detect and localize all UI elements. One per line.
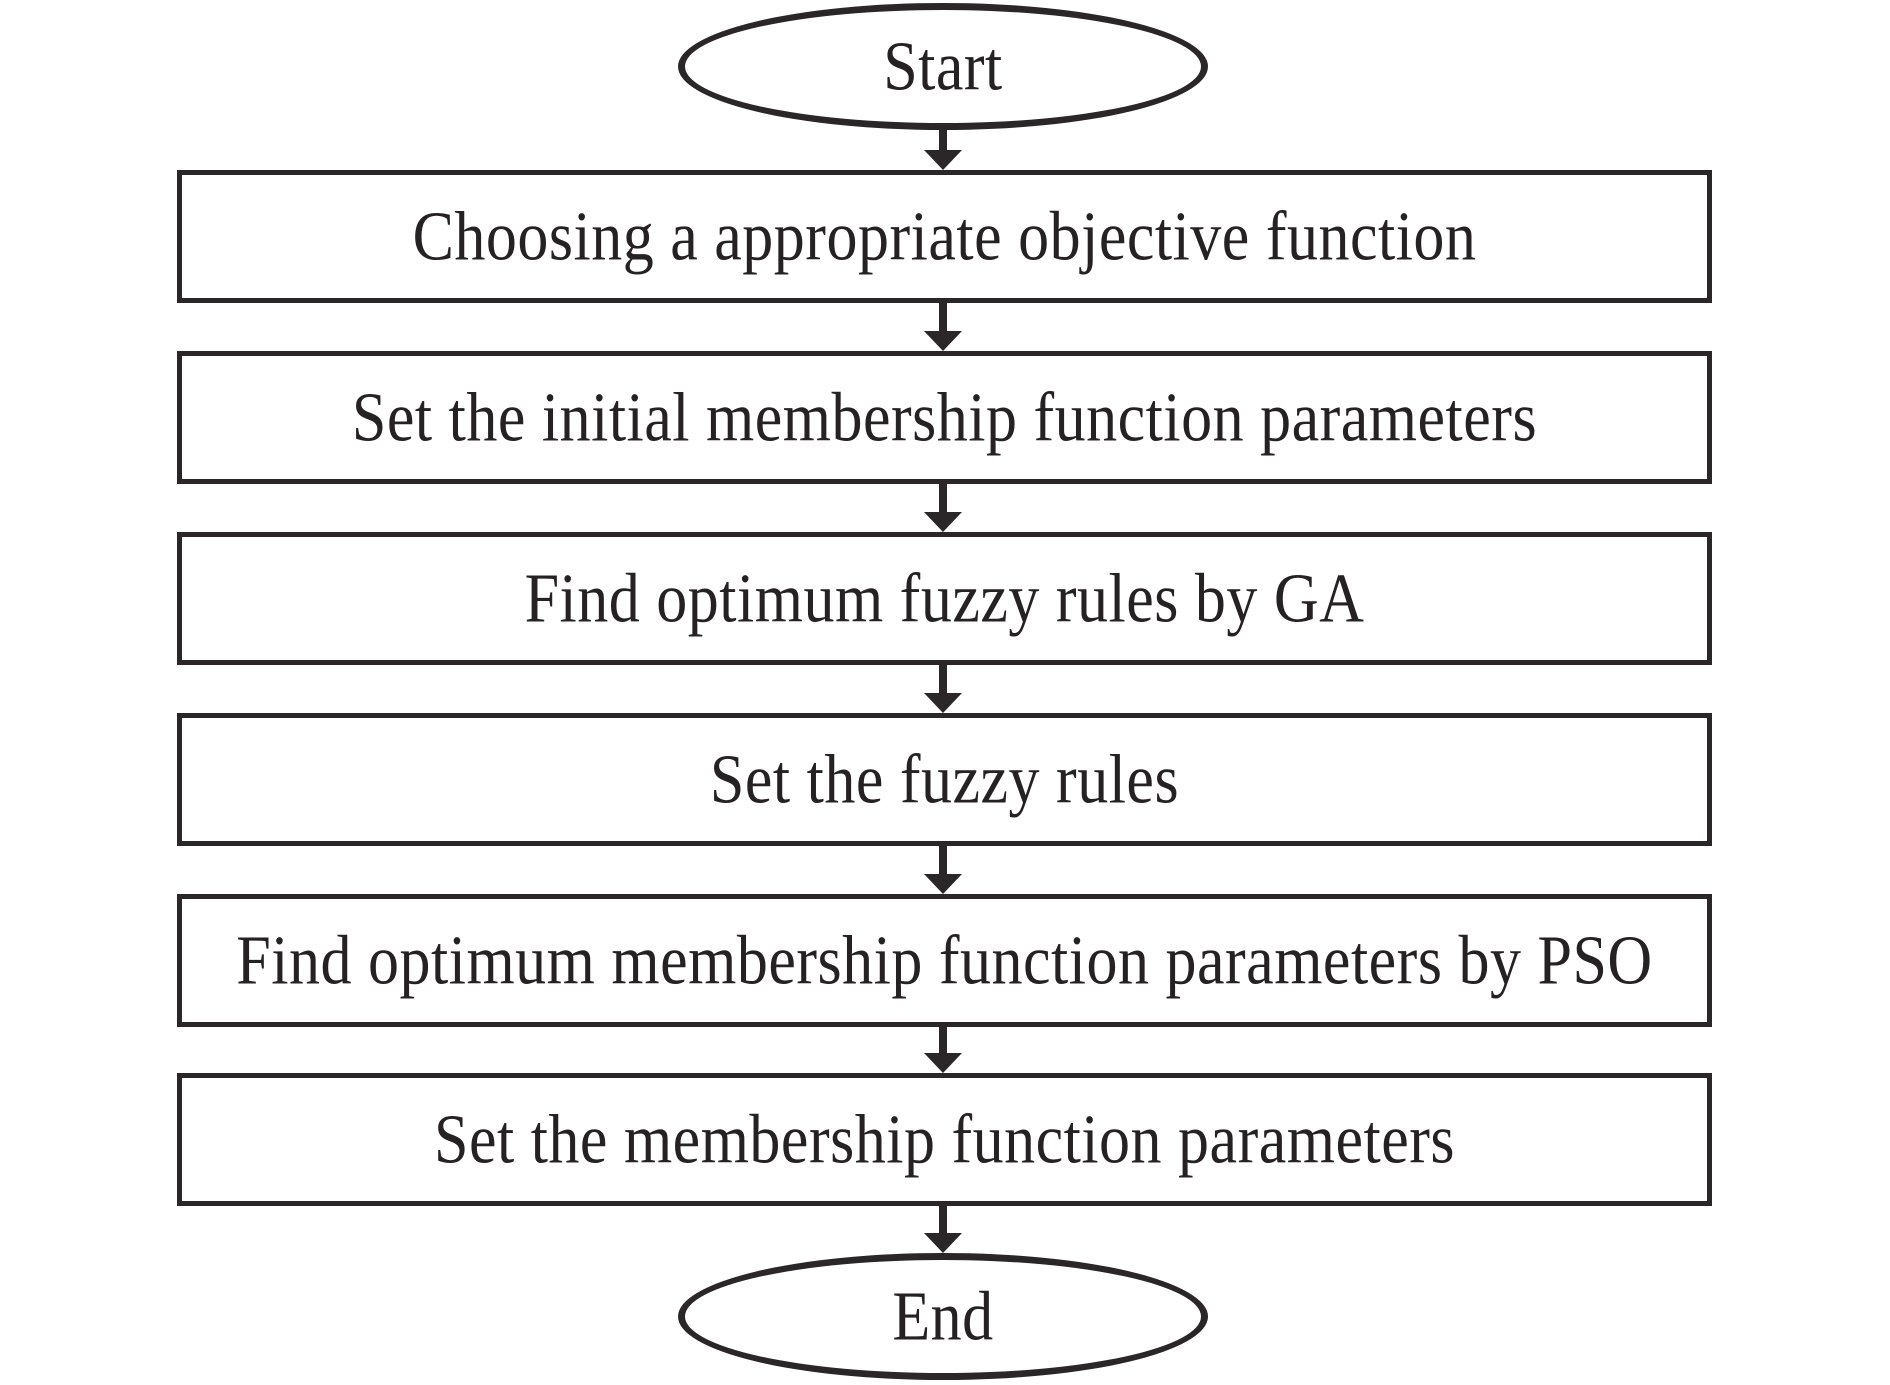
arrowhead-down-icon: [924, 1053, 962, 1073]
arrowhead-down-icon: [924, 1233, 962, 1253]
flowchart-node-step-2: Set the initial membership function para…: [177, 351, 1712, 484]
flowchart-node-end: End: [678, 1253, 1208, 1380]
connector-step-5-to-step-6: [923, 1027, 963, 1073]
arrow-stem: [939, 303, 947, 331]
flowchart-node-step-1: Choosing a appropriate objective functio…: [177, 170, 1712, 303]
arrow-stem: [939, 1027, 947, 1053]
flowchart-node-start: Start: [678, 3, 1208, 130]
arrow-stem: [939, 484, 947, 512]
connector-start-to-step-1: [923, 130, 963, 170]
arrow-stem: [939, 846, 947, 874]
connector-step-2-to-step-3: [923, 484, 963, 532]
node-label-step-2: Set the initial membership function para…: [351, 379, 1538, 456]
arrow-stem: [939, 130, 947, 150]
node-label-step-4: Set the fuzzy rules: [709, 741, 1180, 818]
node-label-step-1: Choosing a appropriate objective functio…: [412, 198, 1477, 275]
connector-step-1-to-step-2: [923, 303, 963, 351]
node-label-step-6: Set the membership function parameters: [433, 1101, 1456, 1178]
arrowhead-down-icon: [924, 693, 962, 713]
flowchart-node-step-4: Set the fuzzy rules: [177, 713, 1712, 846]
flowchart-node-step-3: Find optimum fuzzy rules by GA: [177, 532, 1712, 665]
node-label-end: End: [892, 1278, 994, 1355]
flowchart-node-step-6: Set the membership function parameters: [177, 1073, 1712, 1206]
flowchart-node-step-5: Find optimum membership function paramet…: [177, 894, 1712, 1027]
connector-step-4-to-step-5: [923, 846, 963, 894]
arrow-stem: [939, 1206, 947, 1233]
arrowhead-down-icon: [924, 331, 962, 351]
connector-step-3-to-step-4: [923, 665, 963, 713]
arrowhead-down-icon: [924, 512, 962, 532]
arrow-stem: [939, 665, 947, 693]
arrowhead-down-icon: [924, 150, 962, 170]
node-label-step-5: Find optimum membership function paramet…: [236, 922, 1653, 999]
arrowhead-down-icon: [924, 874, 962, 894]
connector-step-6-to-end: [923, 1206, 963, 1253]
node-label-step-3: Find optimum fuzzy rules by GA: [524, 560, 1365, 637]
node-label-start: Start: [883, 28, 1003, 105]
